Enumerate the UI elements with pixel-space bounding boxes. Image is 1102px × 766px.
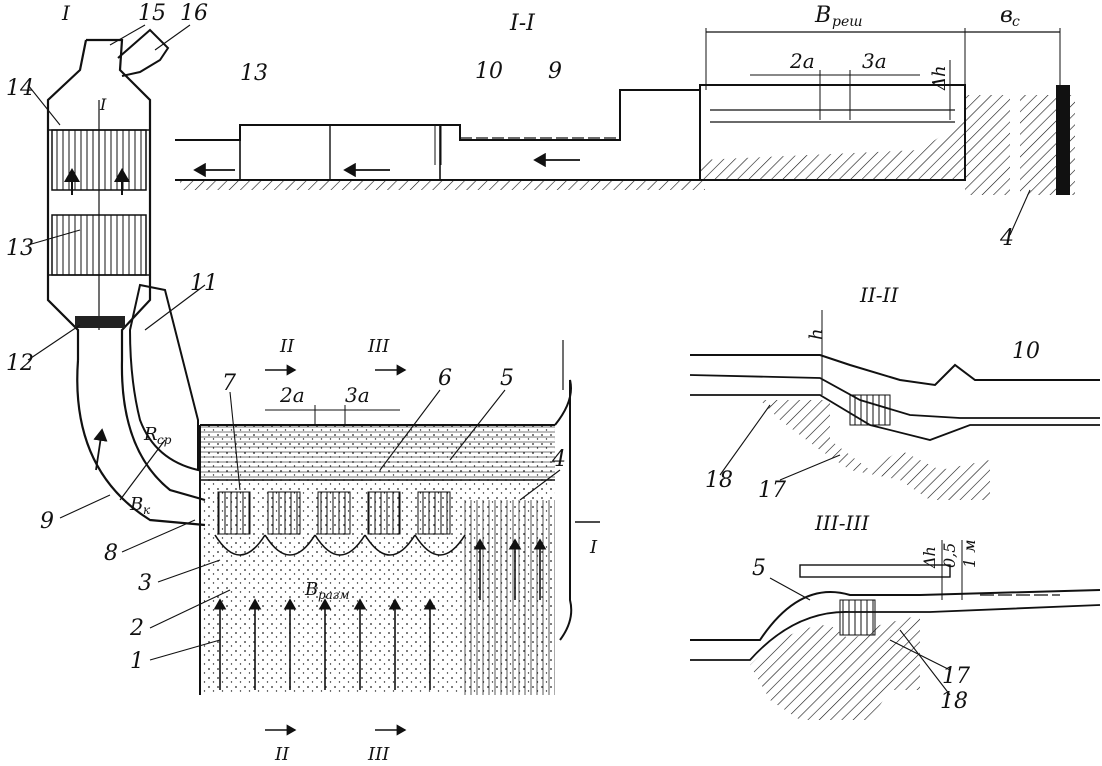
- num-18a: 18: [705, 468, 733, 493]
- num-10b: 10: [1012, 339, 1040, 364]
- num-10a: 10: [475, 59, 503, 84]
- cut-mark-plan-bottom-a: II: [274, 744, 290, 765]
- dim-3-1m: 1 м: [960, 539, 979, 568]
- plan-dim-3a: 3a: [345, 383, 370, 407]
- cut-mark-plan-top-a: II: [279, 336, 295, 357]
- dim-b-k-sub: к: [143, 503, 151, 517]
- cut-mark-top-left: I: [61, 1, 71, 25]
- dim-b-razm-sub: разм: [318, 588, 349, 602]
- dim-b-k: B: [129, 494, 143, 515]
- dim-3-dh: Δh: [920, 546, 939, 569]
- cut-mark-top-inner: I: [99, 95, 107, 114]
- num-2: 2: [129, 616, 144, 641]
- section-title-3: III-III: [814, 511, 870, 535]
- section-2-2: [689, 310, 1100, 500]
- num-4a: 4: [551, 447, 566, 472]
- cut-mark-right-mid: I: [589, 537, 598, 558]
- section-3-3: [690, 540, 1101, 720]
- dim-r-sr: R: [143, 424, 158, 445]
- num-5b: 5: [752, 556, 766, 581]
- base-hatch-left: [180, 180, 705, 190]
- num-11: 11: [190, 271, 218, 296]
- leader-lines: [27, 24, 1031, 696]
- num-13a: 13: [6, 236, 34, 261]
- num-12: 12: [6, 351, 34, 376]
- num-16: 16: [180, 1, 208, 26]
- num-7: 7: [222, 371, 236, 396]
- cut-mark-plan-top-b: III: [367, 336, 390, 357]
- dim-b-razm: B: [304, 579, 318, 600]
- dim-2a: 2a: [789, 49, 815, 73]
- filter-cells: [217, 491, 451, 535]
- plan-view: [199, 340, 600, 736]
- dim-b-resh: B: [814, 3, 831, 28]
- section-1-1: [175, 28, 1075, 195]
- dim-3-05: 0,5: [940, 543, 959, 568]
- section-title-1: I-I: [509, 11, 536, 36]
- cut-mark-plan-bottom-b: III: [367, 744, 390, 765]
- num-13b: 13: [240, 61, 268, 86]
- num-8: 8: [104, 541, 118, 566]
- num-4b: 4: [999, 226, 1014, 251]
- num-3: 3: [138, 571, 152, 596]
- num-1: 1: [130, 649, 144, 674]
- dim-b-resh-sub: реш: [832, 14, 863, 30]
- num-5a: 5: [500, 366, 514, 391]
- plan-dim-2a: 2a: [279, 383, 305, 407]
- dim-delta-h: Δh: [929, 65, 950, 91]
- num-14: 14: [6, 76, 34, 101]
- dim-b-c: в: [1000, 3, 1013, 28]
- dim-b-c-sub: с: [1012, 14, 1020, 30]
- dim-h: h: [806, 328, 827, 340]
- num-9b: 9: [548, 59, 562, 84]
- section-title-2: II-II: [859, 283, 899, 307]
- dim-3a: 3a: [862, 49, 887, 73]
- num-17a: 17: [758, 478, 786, 503]
- tower-assembly: [46, 28, 206, 527]
- labels: I-I II-II III-III I I I II III II III B …: [6, 1, 1040, 765]
- seal-12: [75, 316, 125, 328]
- num-15: 15: [138, 1, 166, 26]
- dim-r-sr-sub: ср: [157, 433, 172, 447]
- num-18b: 18: [940, 689, 968, 714]
- num-6: 6: [438, 366, 452, 391]
- num-9a: 9: [40, 509, 54, 534]
